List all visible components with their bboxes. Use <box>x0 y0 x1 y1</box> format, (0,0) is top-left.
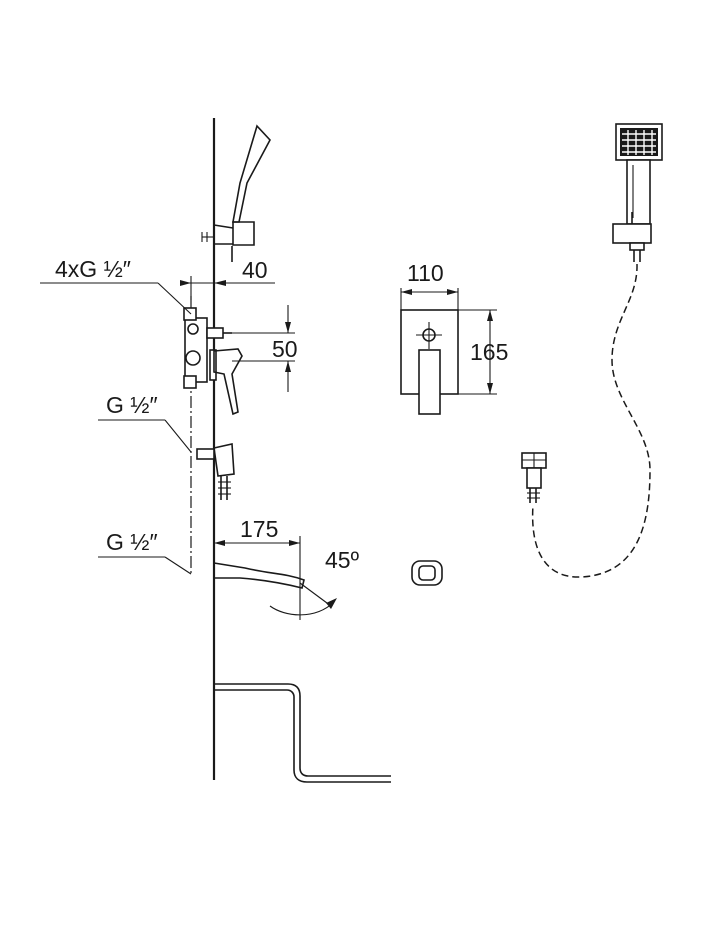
inlet-thread-label: 4xG ½″ <box>55 256 131 282</box>
hand-shower-on-holder <box>201 124 271 262</box>
dim-175: 175 <box>214 516 301 583</box>
hose-connector <box>521 452 547 503</box>
outlet-thread-lower-label: G ½″ <box>106 529 158 555</box>
angle-45: 45º <box>269 547 360 620</box>
dim-40-label: 40 <box>242 257 268 283</box>
dim-40: 40 <box>180 257 275 300</box>
mixer-lever-handle <box>213 348 243 416</box>
dim-50: 50 <box>223 305 298 392</box>
dim-175-label: 175 <box>240 516 278 542</box>
outlet-elbow-upper: G ½″ <box>98 392 235 500</box>
dim-165-label: 165 <box>470 339 508 365</box>
bathtub-outline <box>214 683 391 783</box>
shower-hose <box>531 263 651 578</box>
spout: G ½″ <box>98 529 305 589</box>
dim-50-label: 50 <box>272 336 298 362</box>
dim-110-label: 110 <box>407 260 444 286</box>
dim-110: 110 <box>400 260 459 310</box>
dim-165: 165 <box>458 309 508 395</box>
inlet-thread-callout: 4xG ½″ <box>40 256 192 315</box>
wall-outlet-connector <box>411 560 443 586</box>
mixer-valve-body <box>183 307 232 389</box>
angle-45-label: 45º <box>325 547 360 573</box>
hand-shower-head <box>612 123 663 262</box>
outlet-thread-upper-label: G ½″ <box>106 392 158 418</box>
cover-plate <box>400 309 459 415</box>
